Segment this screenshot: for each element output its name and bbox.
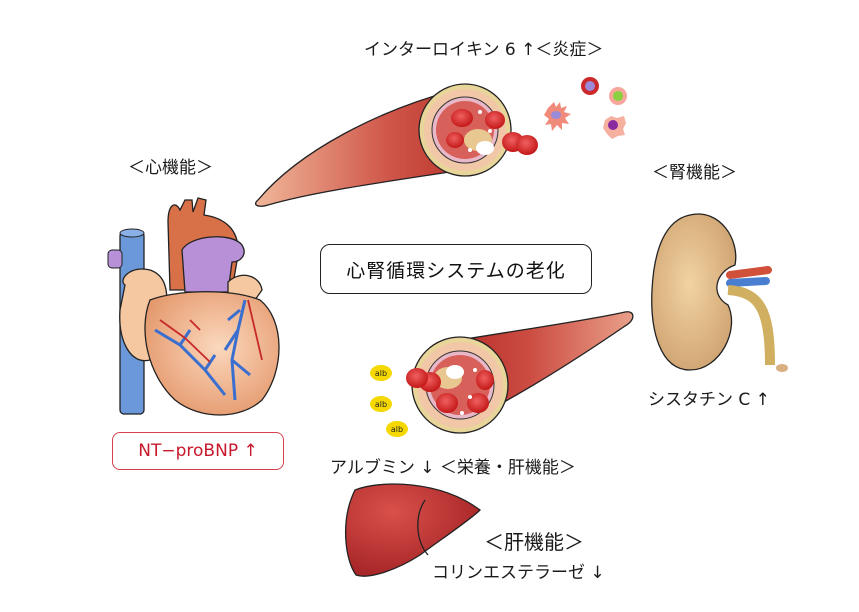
albumin-label-3: alb — [391, 425, 403, 434]
kidney-icon — [651, 213, 788, 372]
liver-icon — [345, 483, 481, 577]
cystatin-c-marker: シスタチン C ↑ — [648, 390, 770, 410]
center-title-box: 心腎循環システムの老化 — [320, 244, 592, 294]
albumin-label-1: alb — [375, 369, 387, 378]
cholinesterase-marker: コリンエステラーゼ ↓ — [432, 563, 605, 583]
albumin-marker: アルブミン ↓ ＜栄養・肝機能＞ — [330, 458, 576, 478]
heart-icon — [107, 197, 280, 416]
interleukin-6-marker: インターロイキン 6 ↑＜炎症＞ — [364, 40, 604, 60]
albumin-icon: alb alb alb — [370, 365, 408, 437]
immune-cells-icon — [544, 77, 627, 139]
blood-vessel-icon-upper — [254, 83, 538, 207]
nt-probnp-box: NT−proBNP ↑ — [112, 432, 284, 470]
albumin-label-2: alb — [375, 400, 387, 409]
center-title: 心腎循環システムの老化 — [346, 259, 566, 282]
liver-function-heading: ＜肝機能＞ — [484, 530, 584, 554]
heart-function-heading: ＜心機能＞ — [128, 158, 213, 178]
blood-vessel-icon-lower — [406, 311, 634, 434]
nt-probnp-marker: NT−proBNP ↑ — [138, 441, 258, 461]
kidney-function-heading: ＜腎機能＞ — [652, 163, 737, 183]
